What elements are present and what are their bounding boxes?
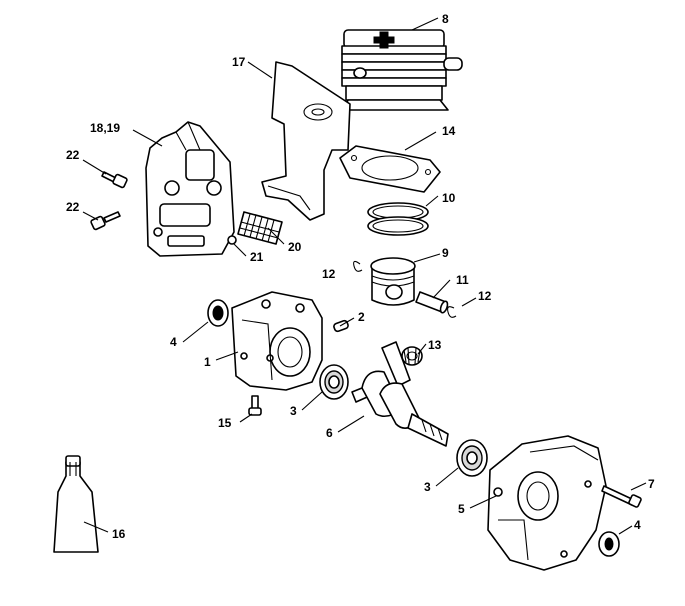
callout-22-lower: 22 [66, 200, 80, 214]
crankcase-right-part [487, 435, 607, 571]
cylinder-gasket-part [339, 145, 441, 193]
crankcase-screw-part [248, 395, 262, 416]
callout-14: 14 [442, 124, 456, 138]
oil-seal-upper-part [207, 299, 229, 327]
cylinder-part [341, 29, 463, 111]
muffler-part [145, 121, 235, 257]
crankcase-bolt-part [601, 485, 642, 508]
callout-5: 5 [458, 502, 465, 516]
spark-screen-part [237, 211, 283, 245]
callout-1: 1 [204, 355, 211, 369]
ball-bearing-lower-part [456, 439, 488, 477]
callout-3-upper: 3 [290, 404, 297, 418]
crankshaft-part [351, 341, 449, 447]
callout-4-lower: 4 [634, 518, 641, 532]
circlip-right-part [447, 306, 457, 318]
callout-12-left: 12 [322, 267, 336, 281]
callout-22-upper: 22 [66, 148, 80, 162]
callout-15: 15 [218, 416, 232, 430]
callout-21: 21 [250, 250, 264, 264]
callout-10: 10 [442, 191, 456, 205]
leader-lines [82, 17, 647, 535]
needle-cage-part [401, 346, 423, 366]
callout-9: 9 [442, 246, 449, 260]
callout-20: 20 [288, 240, 302, 254]
shroud-plate-part [261, 61, 351, 221]
callout-6: 6 [326, 426, 333, 440]
oil-seal-lower-part [598, 531, 620, 557]
callout-12-right: 12 [478, 289, 492, 303]
screen-screw-part [227, 235, 237, 245]
circlip-left-part [353, 260, 363, 272]
callout-18-19: 18,19 [90, 121, 120, 135]
piston-part [370, 257, 416, 306]
piston-pin-part [415, 291, 449, 314]
grease-tube-part [53, 455, 99, 553]
callout-3-lower: 3 [424, 480, 431, 494]
callout-8: 8 [442, 12, 449, 26]
callout-13: 13 [428, 338, 442, 352]
piston-rings-part [367, 202, 429, 236]
callout-2: 2 [358, 310, 365, 324]
muffler-screw-lower [90, 211, 121, 231]
ball-bearing-upper-part [319, 364, 349, 400]
callout-labels: 8 17 18,19 14 22 22 10 20 21 9 12 11 12 … [66, 12, 655, 541]
callout-17: 17 [232, 55, 246, 69]
callout-7: 7 [648, 477, 655, 491]
crankcase-left-part [231, 291, 323, 391]
muffler-screw-upper [101, 171, 128, 189]
callout-4-upper: 4 [170, 335, 177, 349]
callout-16: 16 [112, 527, 126, 541]
callout-11: 11 [456, 273, 469, 287]
